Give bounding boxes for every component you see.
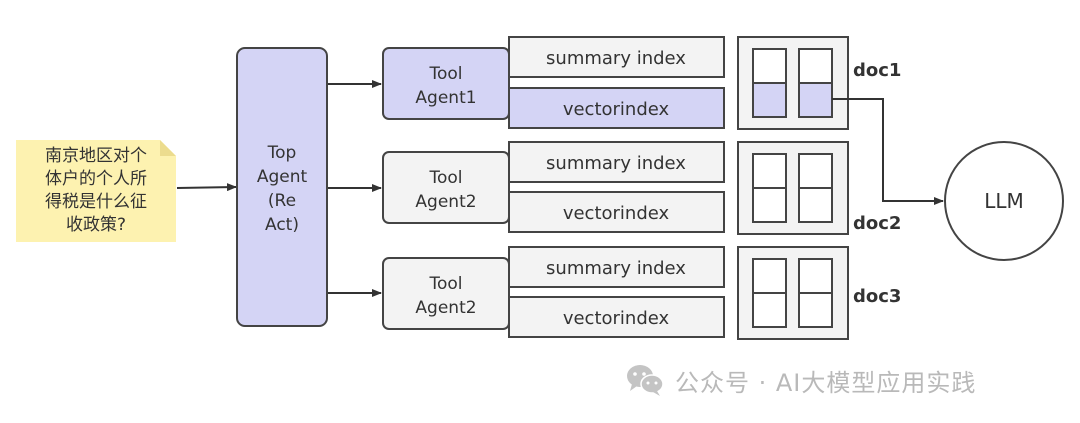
- question-note: 南京地区对个 体户的个人所 得税是什么征 收政策?: [16, 140, 176, 242]
- tool-agent-1-box: Tool Agent1: [382, 47, 510, 120]
- top-agent-box: Top Agent (Re Act): [236, 47, 328, 327]
- doc-2-label: doc2: [853, 213, 901, 234]
- watermark-text: 公众号 · AI大模型应用实践: [675, 368, 977, 397]
- tool-agent-2-line-2: Agent2: [415, 192, 476, 212]
- index-group-3: summary index vectorindex: [508, 246, 725, 338]
- doc-1-container: doc1: [737, 36, 901, 130]
- vector-index-box-3: [508, 296, 725, 338]
- tool-agent-3-line-2: Agent2: [415, 298, 476, 318]
- index-group-1: summary index vectorindex: [508, 36, 725, 129]
- index-group-2: summary index vectorindex: [508, 141, 725, 233]
- question-line-2: 体户的个人所: [45, 169, 147, 189]
- summary-index-label-2: summary index: [546, 153, 686, 174]
- wechat-icon: [627, 365, 664, 396]
- tool-agent-3-line-1: Tool: [428, 274, 462, 294]
- doc-2-chunk-1: [752, 153, 787, 189]
- vector-index-label-1: vectorindex: [563, 99, 670, 120]
- summary-index-label-1: summary index: [546, 48, 686, 69]
- doc-2-chunk-3: [798, 153, 833, 189]
- vector-index-box-1: [508, 87, 725, 129]
- doc-3-label: doc3: [853, 286, 901, 307]
- summary-index-box-1: [508, 36, 725, 78]
- doc-1-label: doc1: [853, 60, 901, 81]
- doc-2-container: doc2: [737, 141, 901, 235]
- doc-2-chunk-4: [798, 187, 833, 223]
- summary-index-label-3: summary index: [546, 258, 686, 279]
- summary-index-box-2: [508, 141, 725, 183]
- question-line-1: 南京地区对个: [45, 146, 147, 166]
- arrow-question-to-top-agent: [176, 183, 237, 192]
- top-agent-line-3: (Re: [268, 191, 296, 211]
- question-line-4: 收政策?: [66, 215, 126, 235]
- tool-agent-1-line-1: Tool: [428, 64, 462, 84]
- tool-agent-3-box: Tool Agent2: [382, 257, 510, 330]
- top-agent-line-1: Top: [267, 143, 297, 163]
- tool-agent-2-box: Tool Agent2: [382, 151, 510, 224]
- vector-index-label-2: vectorindex: [563, 203, 670, 224]
- llm-node: LLM: [944, 141, 1064, 261]
- top-agent-line-2: Agent: [257, 167, 308, 187]
- doc-3-container: doc3: [737, 246, 901, 340]
- llm-label: LLM: [984, 189, 1024, 213]
- doc-1-chunk-3: [798, 48, 833, 84]
- doc-3-chunk-2: [752, 292, 787, 328]
- watermark: 公众号 · AI大模型应用实践: [625, 362, 976, 398]
- doc-3-chunk-4: [798, 292, 833, 328]
- doc-1-chunk-1: [752, 48, 787, 84]
- top-agent-line-4: Act): [265, 215, 299, 235]
- question-line-3: 得税是什么征: [45, 192, 147, 212]
- doc-2-chunk-2: [752, 187, 787, 223]
- summary-index-box-3: [508, 246, 725, 288]
- tool-agent-1-line-2: Agent1: [415, 88, 476, 108]
- vector-index-label-3: vectorindex: [563, 308, 670, 329]
- doc-1-chunk-2: [752, 82, 787, 118]
- doc-3-chunk-1: [752, 258, 787, 294]
- doc-3-chunk-3: [798, 258, 833, 294]
- doc-1-chunk-4: [798, 82, 833, 118]
- tool-agent-2-line-1: Tool: [428, 168, 462, 188]
- vector-index-box-2: [508, 191, 725, 233]
- arrow-doc-to-llm: [832, 98, 944, 205]
